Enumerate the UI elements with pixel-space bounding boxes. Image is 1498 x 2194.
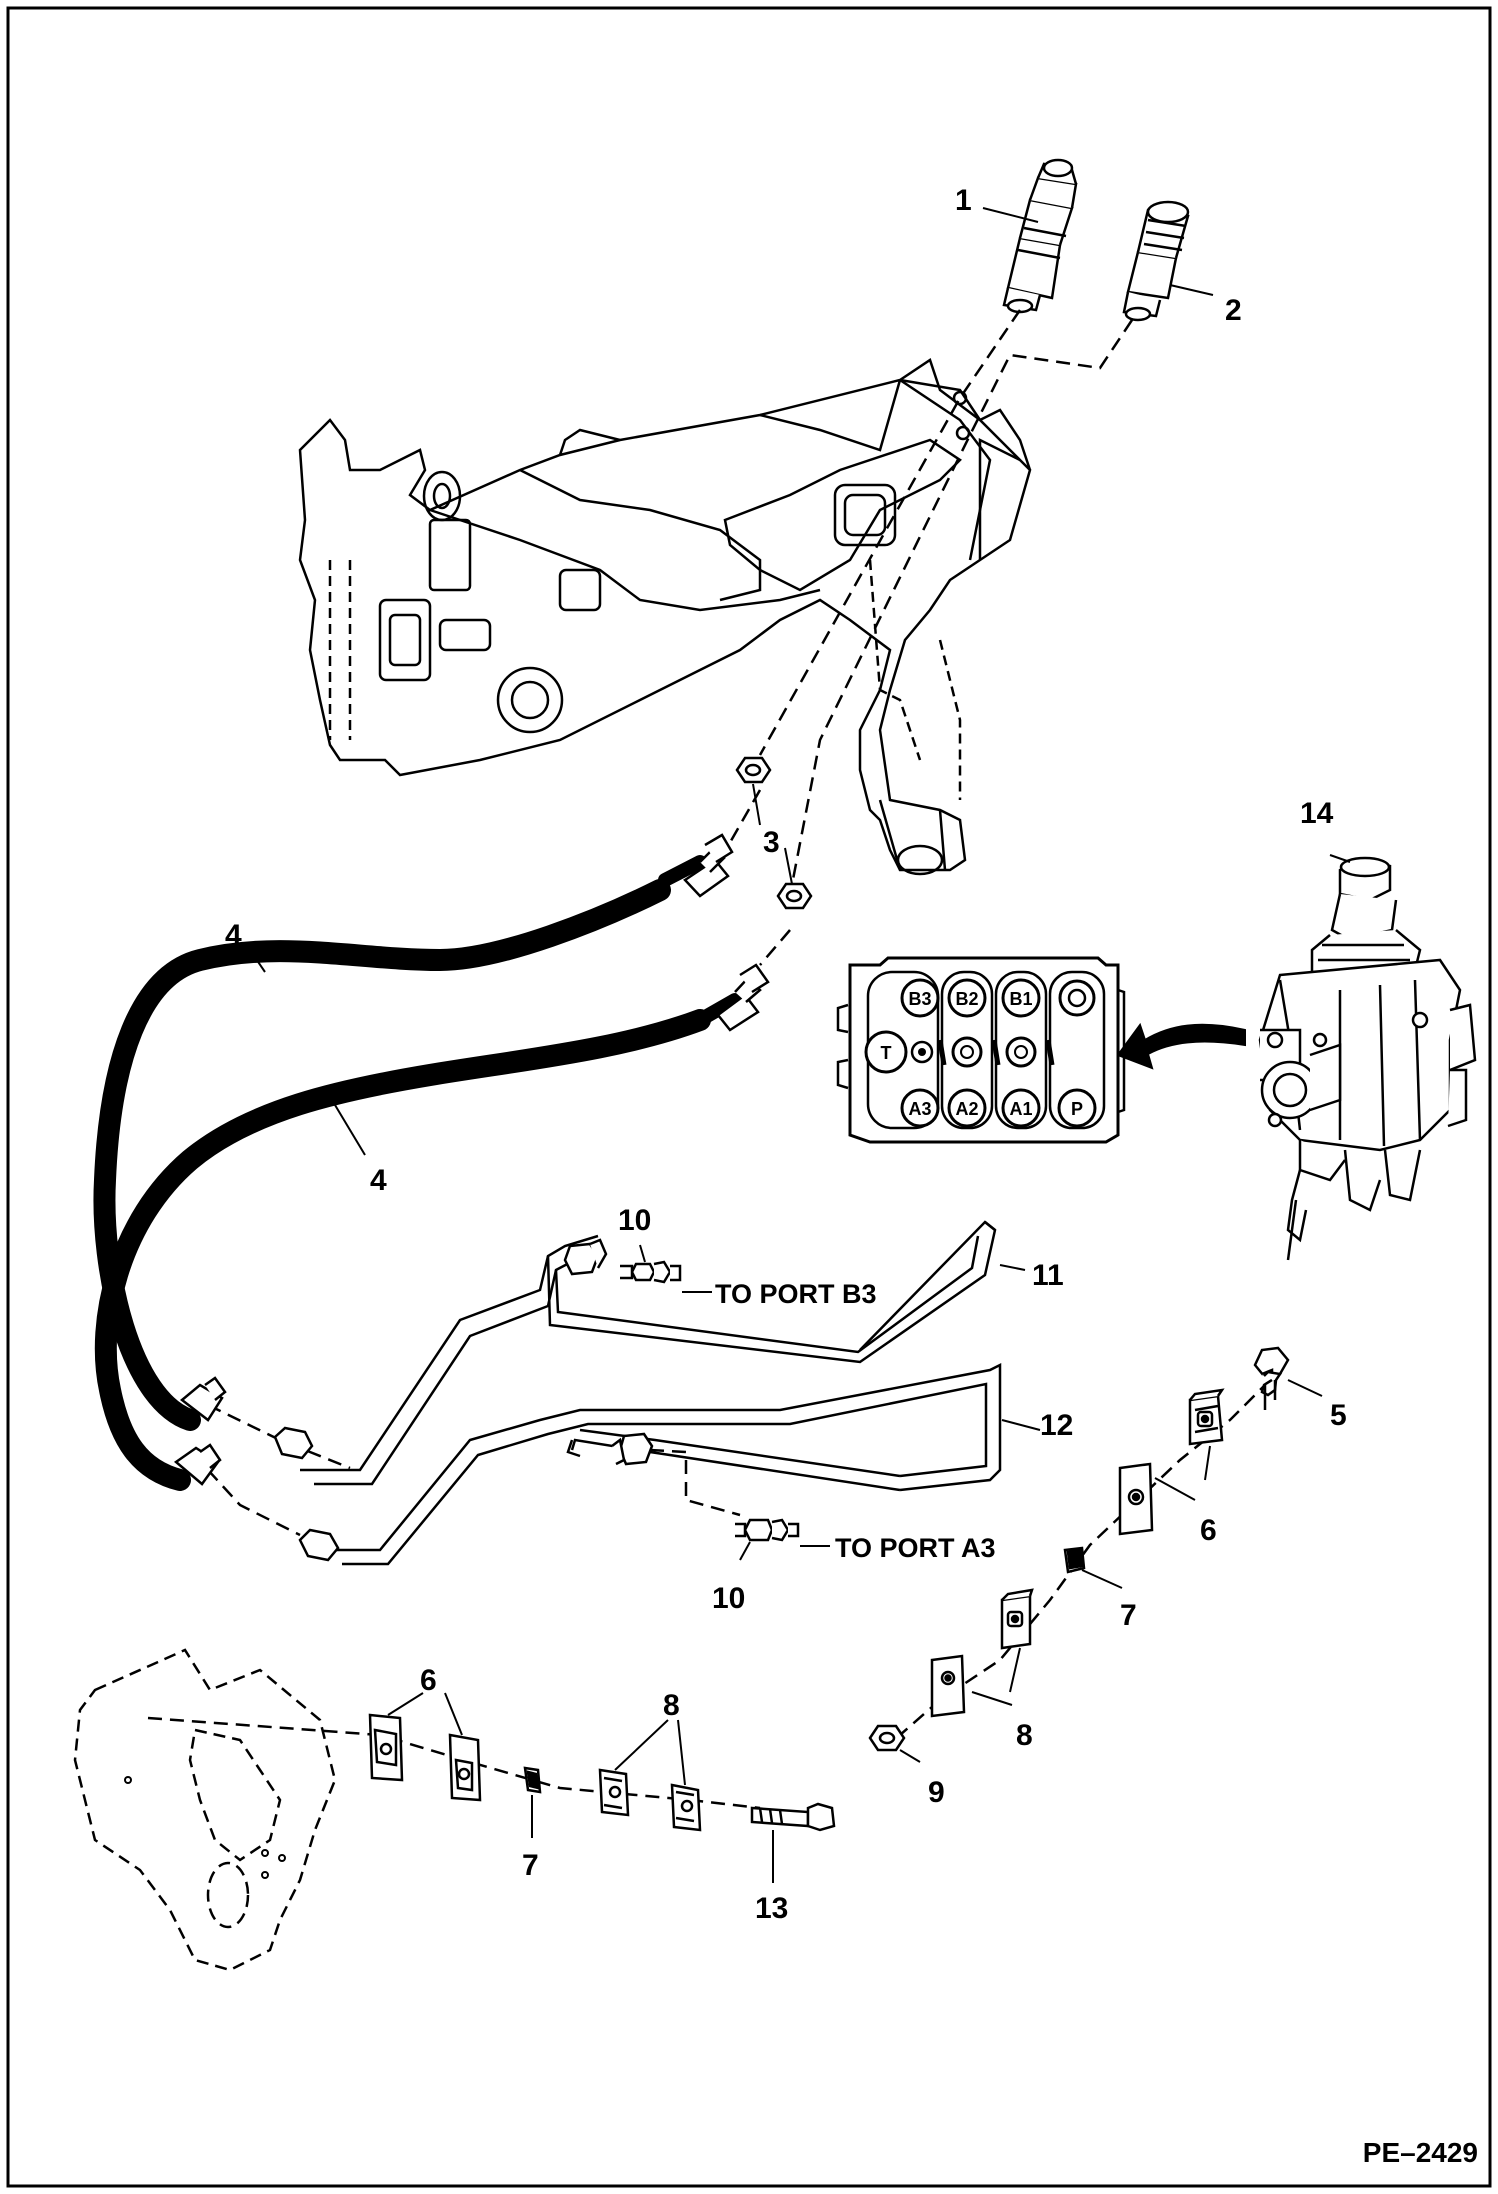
- callout-1: 1: [955, 184, 972, 217]
- to-port-b3-label: TO PORT B3: [715, 1279, 877, 1309]
- tube-nut-11-bottom: [273, 1426, 314, 1460]
- valve-port-panel: B3 B2 B1 T A3 A2 A1 P: [836, 956, 1126, 1144]
- callout-3: 3: [763, 826, 780, 859]
- quick-coupler-1: [1002, 158, 1078, 314]
- callout-8-left: 8: [663, 1689, 680, 1722]
- nut-3-lower: [776, 882, 813, 910]
- port-label-a2: A2: [955, 1099, 978, 1119]
- clamp-half-8-right-upper: [1000, 1588, 1034, 1650]
- callout-leaders: [249, 207, 1351, 1883]
- port-label-p: P: [1071, 1099, 1083, 1119]
- bolt-5: [1253, 1346, 1290, 1410]
- port-label-b2: B2: [955, 989, 978, 1009]
- callout-6-left: 6: [420, 1664, 437, 1697]
- hose-4-lower: [94, 993, 742, 1491]
- tube-nut-12-bottom: [298, 1528, 340, 1562]
- drawing-reference-code: PE–2429: [1363, 2137, 1478, 2168]
- callout-14: 14: [1300, 797, 1334, 830]
- clamp-half-8-left-b: [670, 1783, 702, 1832]
- hose-fitting-upper-top: [683, 833, 734, 898]
- boom-arm: [298, 358, 1032, 876]
- washer-7-left: [523, 1766, 542, 1794]
- callout-5: 5: [1330, 1399, 1347, 1432]
- bolt-13: [750, 1802, 836, 1832]
- clamp-half-6-left-a: [368, 1713, 404, 1782]
- callout-10-upper: 10: [618, 1204, 651, 1237]
- adapter-10-lower: [735, 1518, 800, 1542]
- nut-3-upper: [735, 756, 772, 784]
- detail-arrow: [1116, 1022, 1246, 1070]
- hose-4-upper: [93, 855, 707, 1431]
- clamp-half-6-right-lower: [1118, 1462, 1154, 1536]
- clamp-half-6-left-b: [448, 1733, 482, 1802]
- callout-7-left: 7: [522, 1849, 539, 1882]
- callout-7-right: 7: [1120, 1599, 1137, 1632]
- adapter-10-upper: [620, 1260, 682, 1284]
- adapter-leaders: [682, 1291, 830, 1547]
- diagram-border: [6, 6, 1492, 2188]
- hose-fitting-upper-bottom: [180, 1376, 227, 1422]
- callout-10-lower: 10: [712, 1582, 745, 1615]
- callout-11: 11: [1032, 1259, 1064, 1292]
- port-label-a3: A3: [908, 1099, 931, 1119]
- clamp-half-6-right-upper: [1188, 1388, 1225, 1446]
- clamp-half-8-right-lower: [930, 1654, 966, 1718]
- callout-12: 12: [1040, 1409, 1073, 1442]
- nut-9: [868, 1724, 906, 1752]
- callout-numbers: 1 2 3 4 4 5 6 7 8 9 10 10 11 12 13 14 6 …: [225, 184, 1347, 1925]
- callout-4-upper: 4: [225, 919, 242, 952]
- callout-13: 13: [755, 1892, 788, 1925]
- to-port-a3-label: TO PORT A3: [835, 1533, 996, 1563]
- callout-2: 2: [1225, 294, 1242, 327]
- port-label-b3: B3: [908, 989, 931, 1009]
- mounting-plate: [73, 1648, 337, 1972]
- plate-holes: [124, 1776, 286, 1879]
- port-label-b1: B1: [1009, 989, 1032, 1009]
- hose-fitting-lower-bottom: [173, 1443, 222, 1486]
- callout-6-right: 6: [1200, 1514, 1217, 1547]
- callout-9: 9: [928, 1776, 945, 1809]
- callout-4-lower: 4: [370, 1164, 387, 1197]
- tube-nut-12-top: [611, 1432, 654, 1466]
- washer-7-right: [1063, 1546, 1086, 1574]
- callout-8-right: 8: [1016, 1719, 1033, 1752]
- hose-fitting-lower-top: [716, 963, 770, 1032]
- tube-nut-11-top: [563, 1238, 608, 1276]
- port-label-t: T: [881, 1043, 892, 1063]
- clamp-half-8-left-a: [598, 1768, 630, 1817]
- quick-coupler-2: [1122, 200, 1190, 322]
- port-label-a1: A1: [1009, 1099, 1032, 1119]
- control-valve-14: [1258, 856, 1477, 1261]
